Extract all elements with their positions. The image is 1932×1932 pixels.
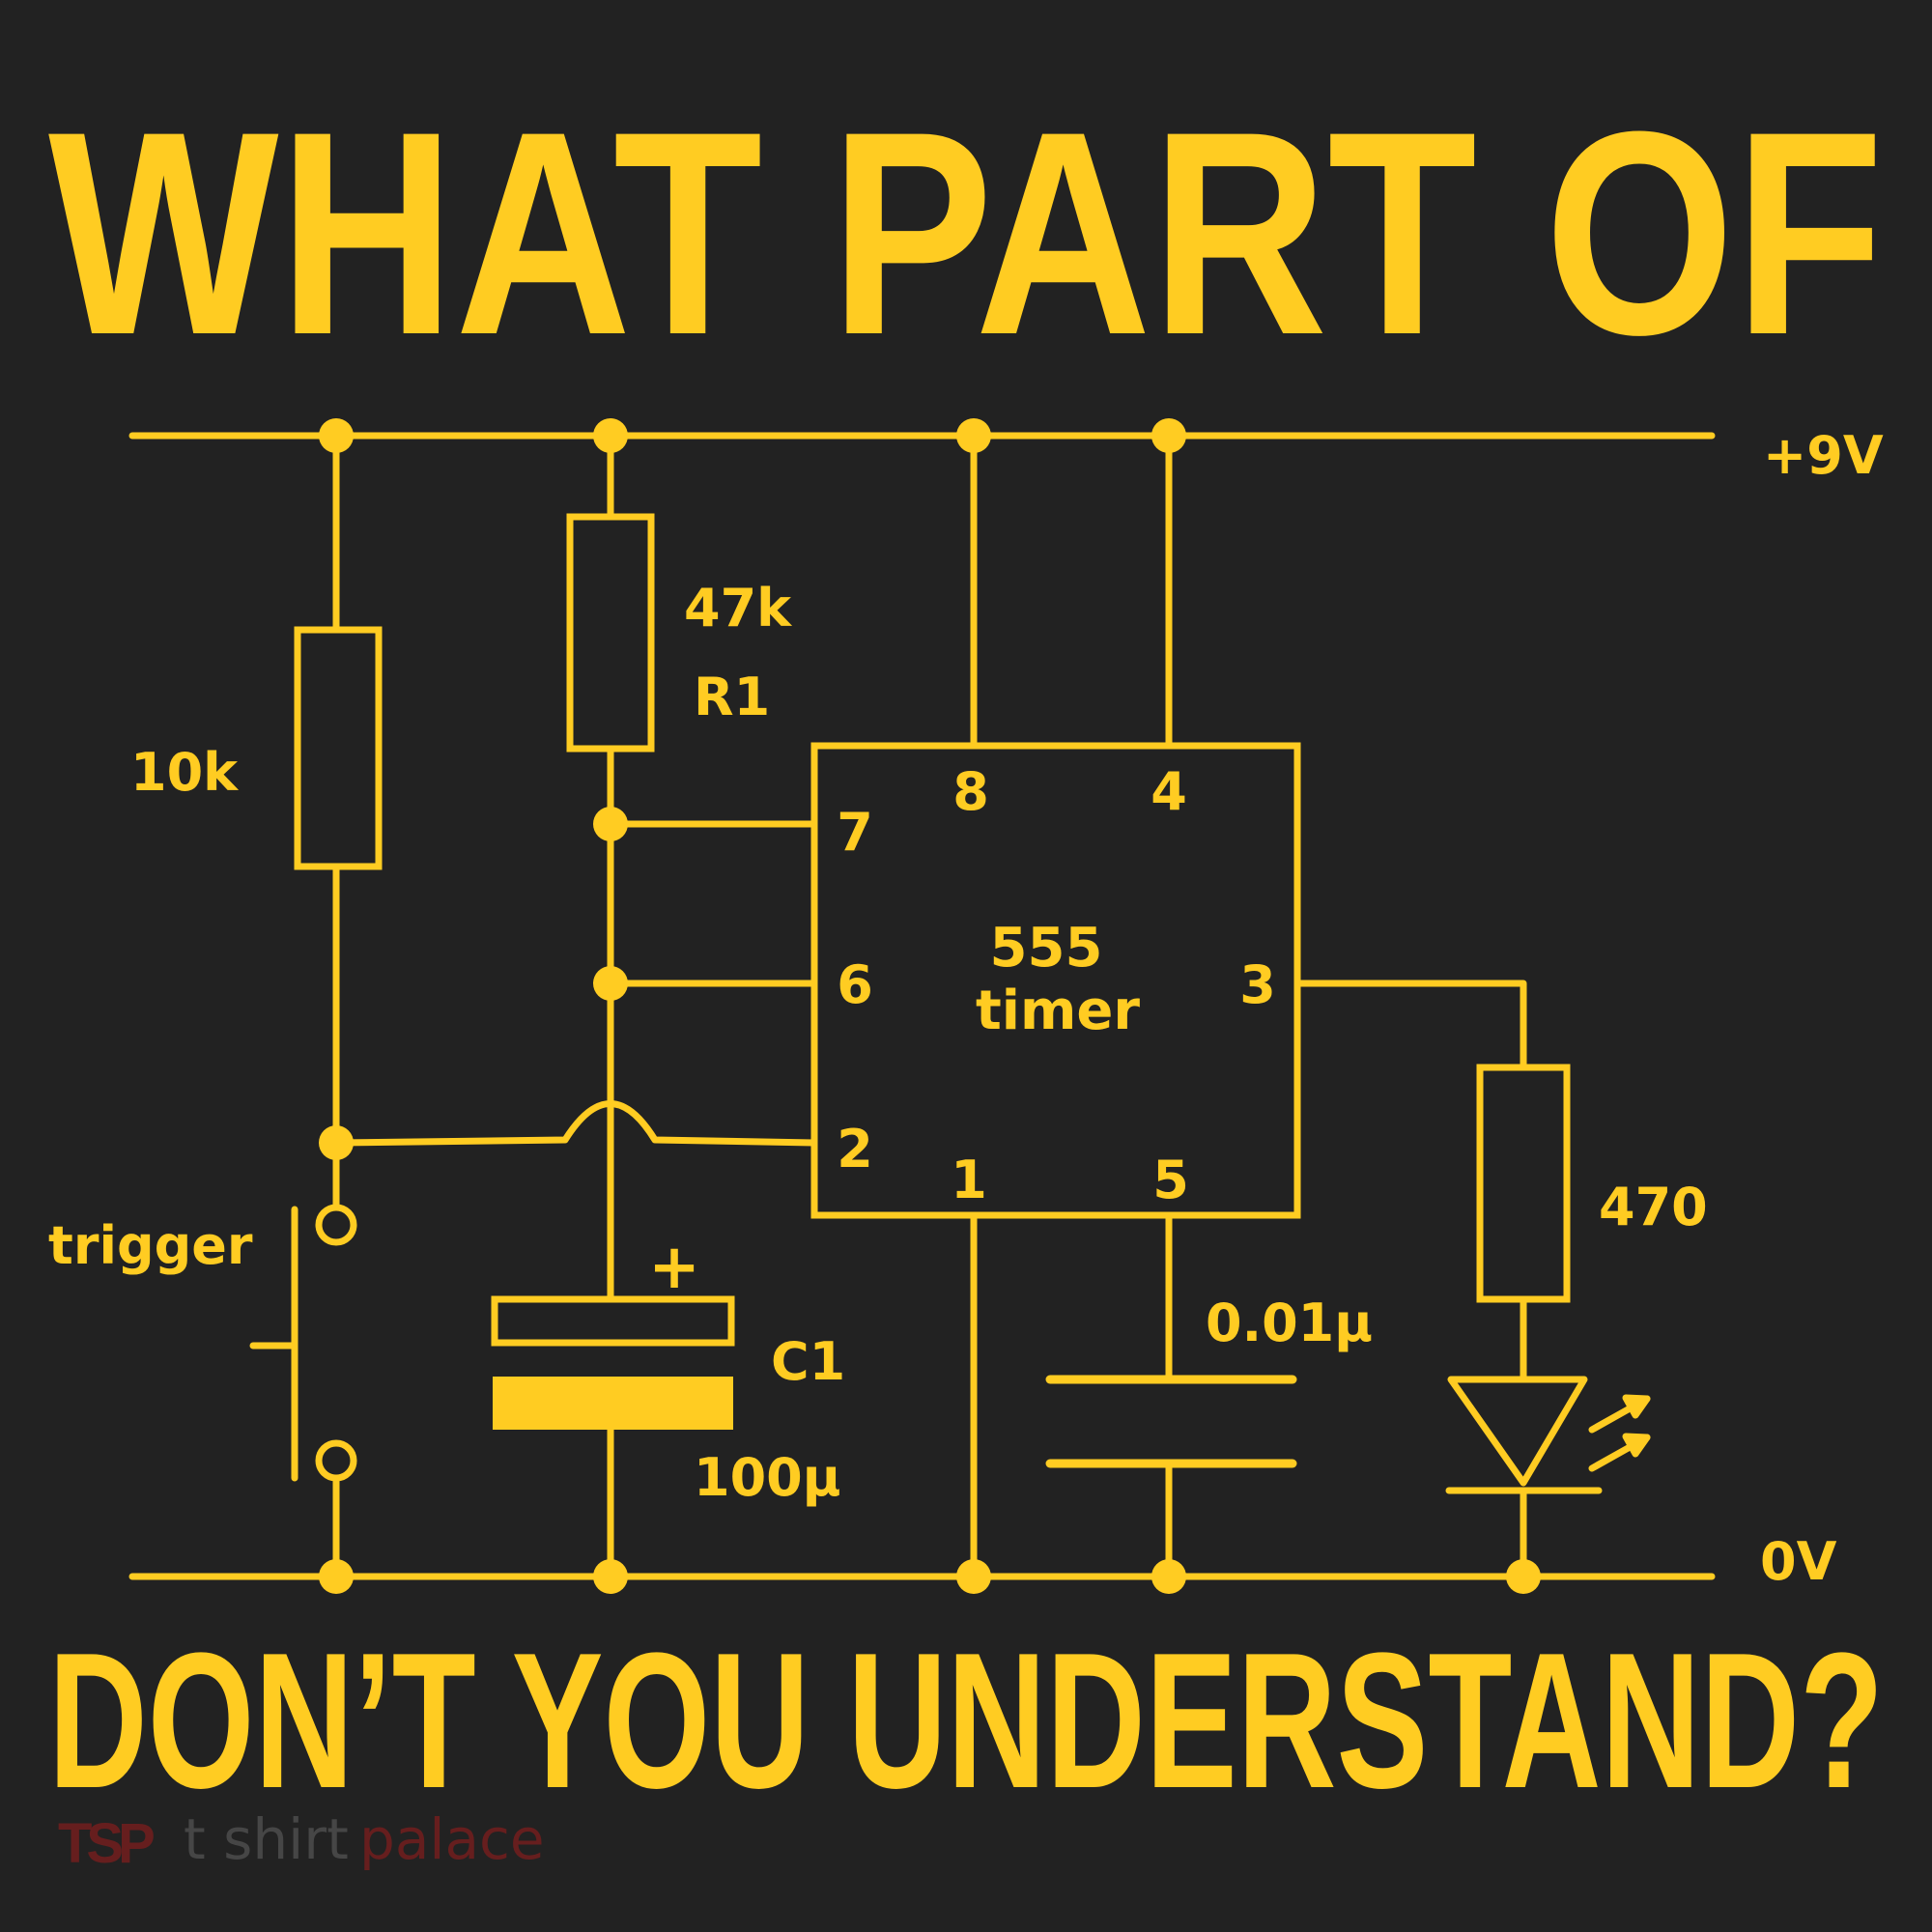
trigger-switch — [249, 1204, 357, 1482]
watermark-text-part1: t shirt — [184, 1806, 349, 1872]
capacitor-c1 — [491, 1295, 735, 1430]
headline-top: WHAT PART OF — [48, 71, 1884, 395]
ic-pin-3: 3 — [1239, 954, 1276, 1015]
positive-rail-label: +9V — [1763, 425, 1884, 486]
trigger-label: trigger — [48, 1215, 253, 1276]
ic-pin-1: 1 — [951, 1150, 987, 1210]
ic-pin-4: 4 — [1151, 761, 1187, 822]
r-10k-label: 10k — [130, 742, 239, 803]
ic-pin-7: 7 — [837, 802, 873, 863]
circuit-wires — [128, 432, 1716, 1580]
ic-name-line1: 555 — [990, 917, 1103, 980]
ic-name-line2: timer — [976, 980, 1140, 1042]
capacitor-c2 — [1045, 1375, 1297, 1468]
c2-value-label: 0.01µ — [1206, 1293, 1373, 1353]
headline-bottom: DON’T YOU UNDERSTAND? — [48, 1613, 1884, 1829]
ground-rail-label: 0V — [1760, 1531, 1837, 1592]
c1-value-label: 100µ — [694, 1447, 840, 1508]
r-led-label: 470 — [1599, 1177, 1708, 1237]
watermark-text-part2: palace — [359, 1806, 545, 1872]
ic-pin-6: 6 — [837, 954, 873, 1015]
c1-name-label: C1 — [771, 1331, 845, 1392]
r1-value-label: 47k — [684, 578, 792, 639]
resistor-r1 — [566, 513, 655, 753]
led — [1445, 1376, 1651, 1494]
ic-555-body — [810, 742, 1301, 1219]
watermark-logo: TSP — [58, 1812, 154, 1875]
ic-pin-8: 8 — [952, 761, 989, 822]
ic-pin-2: 2 — [837, 1119, 873, 1179]
resistor-470 — [1476, 1064, 1571, 1303]
junction-dots — [319, 418, 1541, 1594]
resistor-10k — [294, 626, 383, 870]
c1-polarity-label: + — [648, 1232, 700, 1303]
watermark: TSP t shirt palace — [58, 1806, 545, 1875]
ic-pin-5: 5 — [1152, 1150, 1189, 1210]
r1-name-label: R1 — [694, 667, 770, 727]
